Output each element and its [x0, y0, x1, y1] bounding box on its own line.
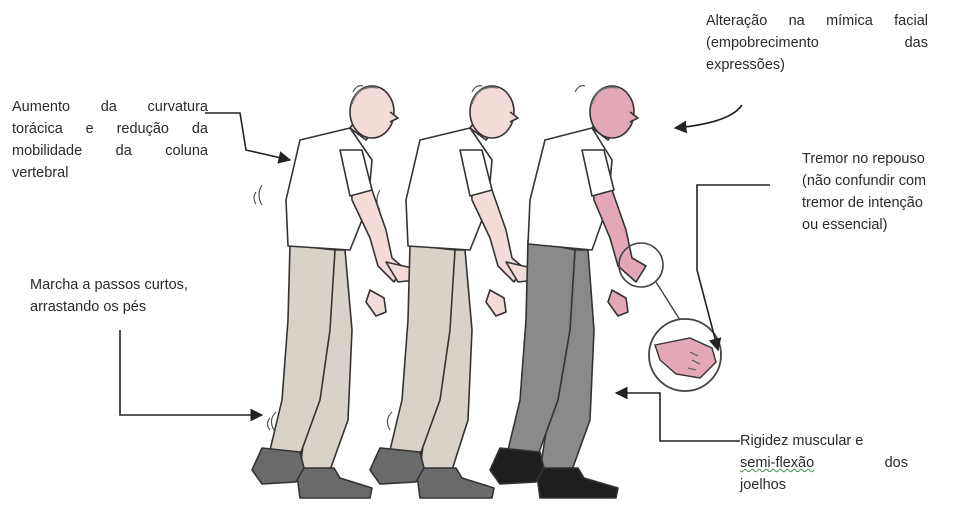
label-thoracic-line-3: mobilidade da coluna — [12, 140, 208, 162]
label-facial-line-1: Alteração na mímica facial — [706, 10, 928, 32]
label-gait-line-2: arrastando os pés — [30, 296, 260, 318]
figure-3-shoe-front — [490, 448, 544, 484]
label-rigidity-line-2: semi-flexão dos — [740, 452, 908, 474]
arrow-tremor — [697, 185, 770, 350]
label-facial: Alteração na mímica facial (empobrecimen… — [706, 10, 928, 76]
label-tremor-line-2: (não confundir com — [802, 170, 966, 192]
label-tremor-line-1: Tremor no repouso — [802, 148, 966, 170]
arrow-thoracic — [205, 113, 290, 160]
arrow-facial — [675, 105, 742, 128]
arrow-gait — [120, 330, 262, 415]
label-tremor-line-4: ou essencial) — [802, 214, 966, 236]
label-facial-line-2: (empobrecimento das — [706, 32, 928, 54]
label-gait-line-1: Marcha a passos curtos, — [30, 274, 260, 296]
label-rigidity: Rigidez muscular e semi-flexão dos joelh… — [740, 430, 908, 496]
figure-3-shoe-back — [536, 468, 618, 498]
figure-1 — [252, 86, 416, 498]
label-rigidity-line-3: joelhos — [740, 474, 908, 496]
figure-2-shoe-back — [416, 468, 494, 498]
label-rigidity-line-1: Rigidez muscular e — [740, 430, 908, 452]
label-gait: Marcha a passos curtos, arrastando os pé… — [30, 274, 260, 318]
label-thoracic-line-1: Aumento da curvatura — [12, 96, 208, 118]
label-rigidity-dos: dos — [885, 452, 908, 474]
label-thoracic: Aumento da curvatura torácica e redução … — [12, 96, 208, 184]
figure-2-shoe-front — [370, 448, 424, 484]
label-thoracic-line-2: torácica e redução da — [12, 118, 208, 140]
label-facial-line-3: expressões) — [706, 54, 928, 76]
label-tremor: Tremor no repouso (não confundir com tre… — [802, 148, 966, 236]
label-tremor-line-3: tremor de intenção — [802, 192, 966, 214]
figure-1-shoe-front — [252, 448, 304, 484]
arrow-rigidity — [616, 393, 740, 441]
label-thoracic-line-4: vertebral — [12, 162, 208, 184]
figure-1-shoe-back — [296, 468, 372, 498]
figure-3 — [490, 86, 646, 498]
label-rigidity-semiflexao: semi-flexão — [740, 452, 814, 474]
